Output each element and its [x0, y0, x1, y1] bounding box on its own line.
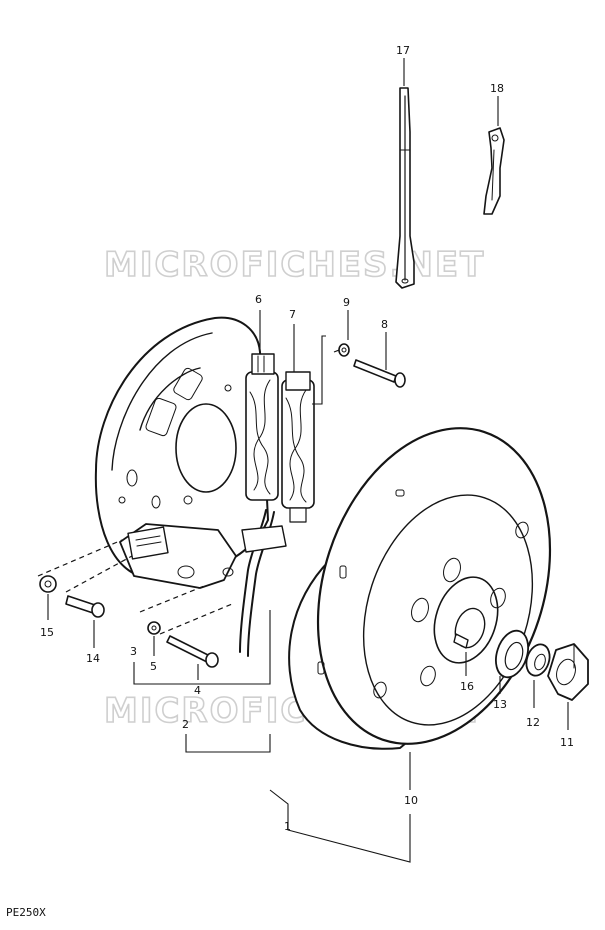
- callout-3: 3: [130, 645, 137, 658]
- washer-part-5: [147, 621, 161, 635]
- washer-part-15: [39, 575, 57, 593]
- clip-part-18: [483, 127, 505, 215]
- guide-4: [159, 603, 233, 635]
- callout-9: 9: [343, 296, 350, 309]
- washer-part-9: [338, 343, 350, 357]
- callout-18: 18: [490, 82, 504, 95]
- nut-part-11: [547, 643, 589, 701]
- screw-part-8: [353, 359, 406, 388]
- key-part-16: [453, 633, 469, 649]
- bracket-3: [133, 610, 271, 685]
- callout-17: 17: [396, 44, 410, 57]
- screw-part-4: [166, 635, 219, 668]
- drawing-code: PE250X: [6, 906, 46, 919]
- guide-5: [139, 585, 205, 613]
- rod-part-17: [395, 87, 415, 289]
- screw-part-14: [65, 595, 105, 618]
- bracket-1: [269, 789, 411, 863]
- flywheel-rotor-part-10: [288, 427, 552, 750]
- callout-12: 12: [526, 716, 540, 729]
- callout-8: 8: [381, 318, 388, 331]
- callout-16: 16: [460, 680, 474, 693]
- guide-14: [65, 555, 133, 593]
- coil-part-7: [281, 371, 315, 523]
- callout-1: 1: [284, 820, 291, 833]
- pickup-part-3: [119, 523, 237, 589]
- bracket-2: [185, 734, 271, 753]
- lockwasher-part-12: [525, 643, 551, 677]
- callout-6: 6: [255, 293, 262, 306]
- guide-15: [37, 539, 123, 577]
- callout-10: 10: [404, 794, 418, 807]
- callout-4: 4: [194, 684, 201, 697]
- callout-5: 5: [150, 660, 157, 673]
- callout-13: 13: [493, 698, 507, 711]
- guide-9: [333, 345, 351, 353]
- callout-2: 2: [182, 718, 189, 731]
- callout-7: 7: [289, 308, 296, 321]
- watermark-top: MICROFICHES.NET: [104, 245, 485, 285]
- wire-harness: [239, 509, 287, 657]
- coil-part-6: [245, 353, 279, 501]
- callout-14: 14: [86, 652, 100, 665]
- stator-base-plate: [94, 316, 269, 580]
- bracket-coil-screw: [312, 335, 326, 405]
- callout-11: 11: [560, 736, 574, 749]
- callout-15: 15: [40, 626, 54, 639]
